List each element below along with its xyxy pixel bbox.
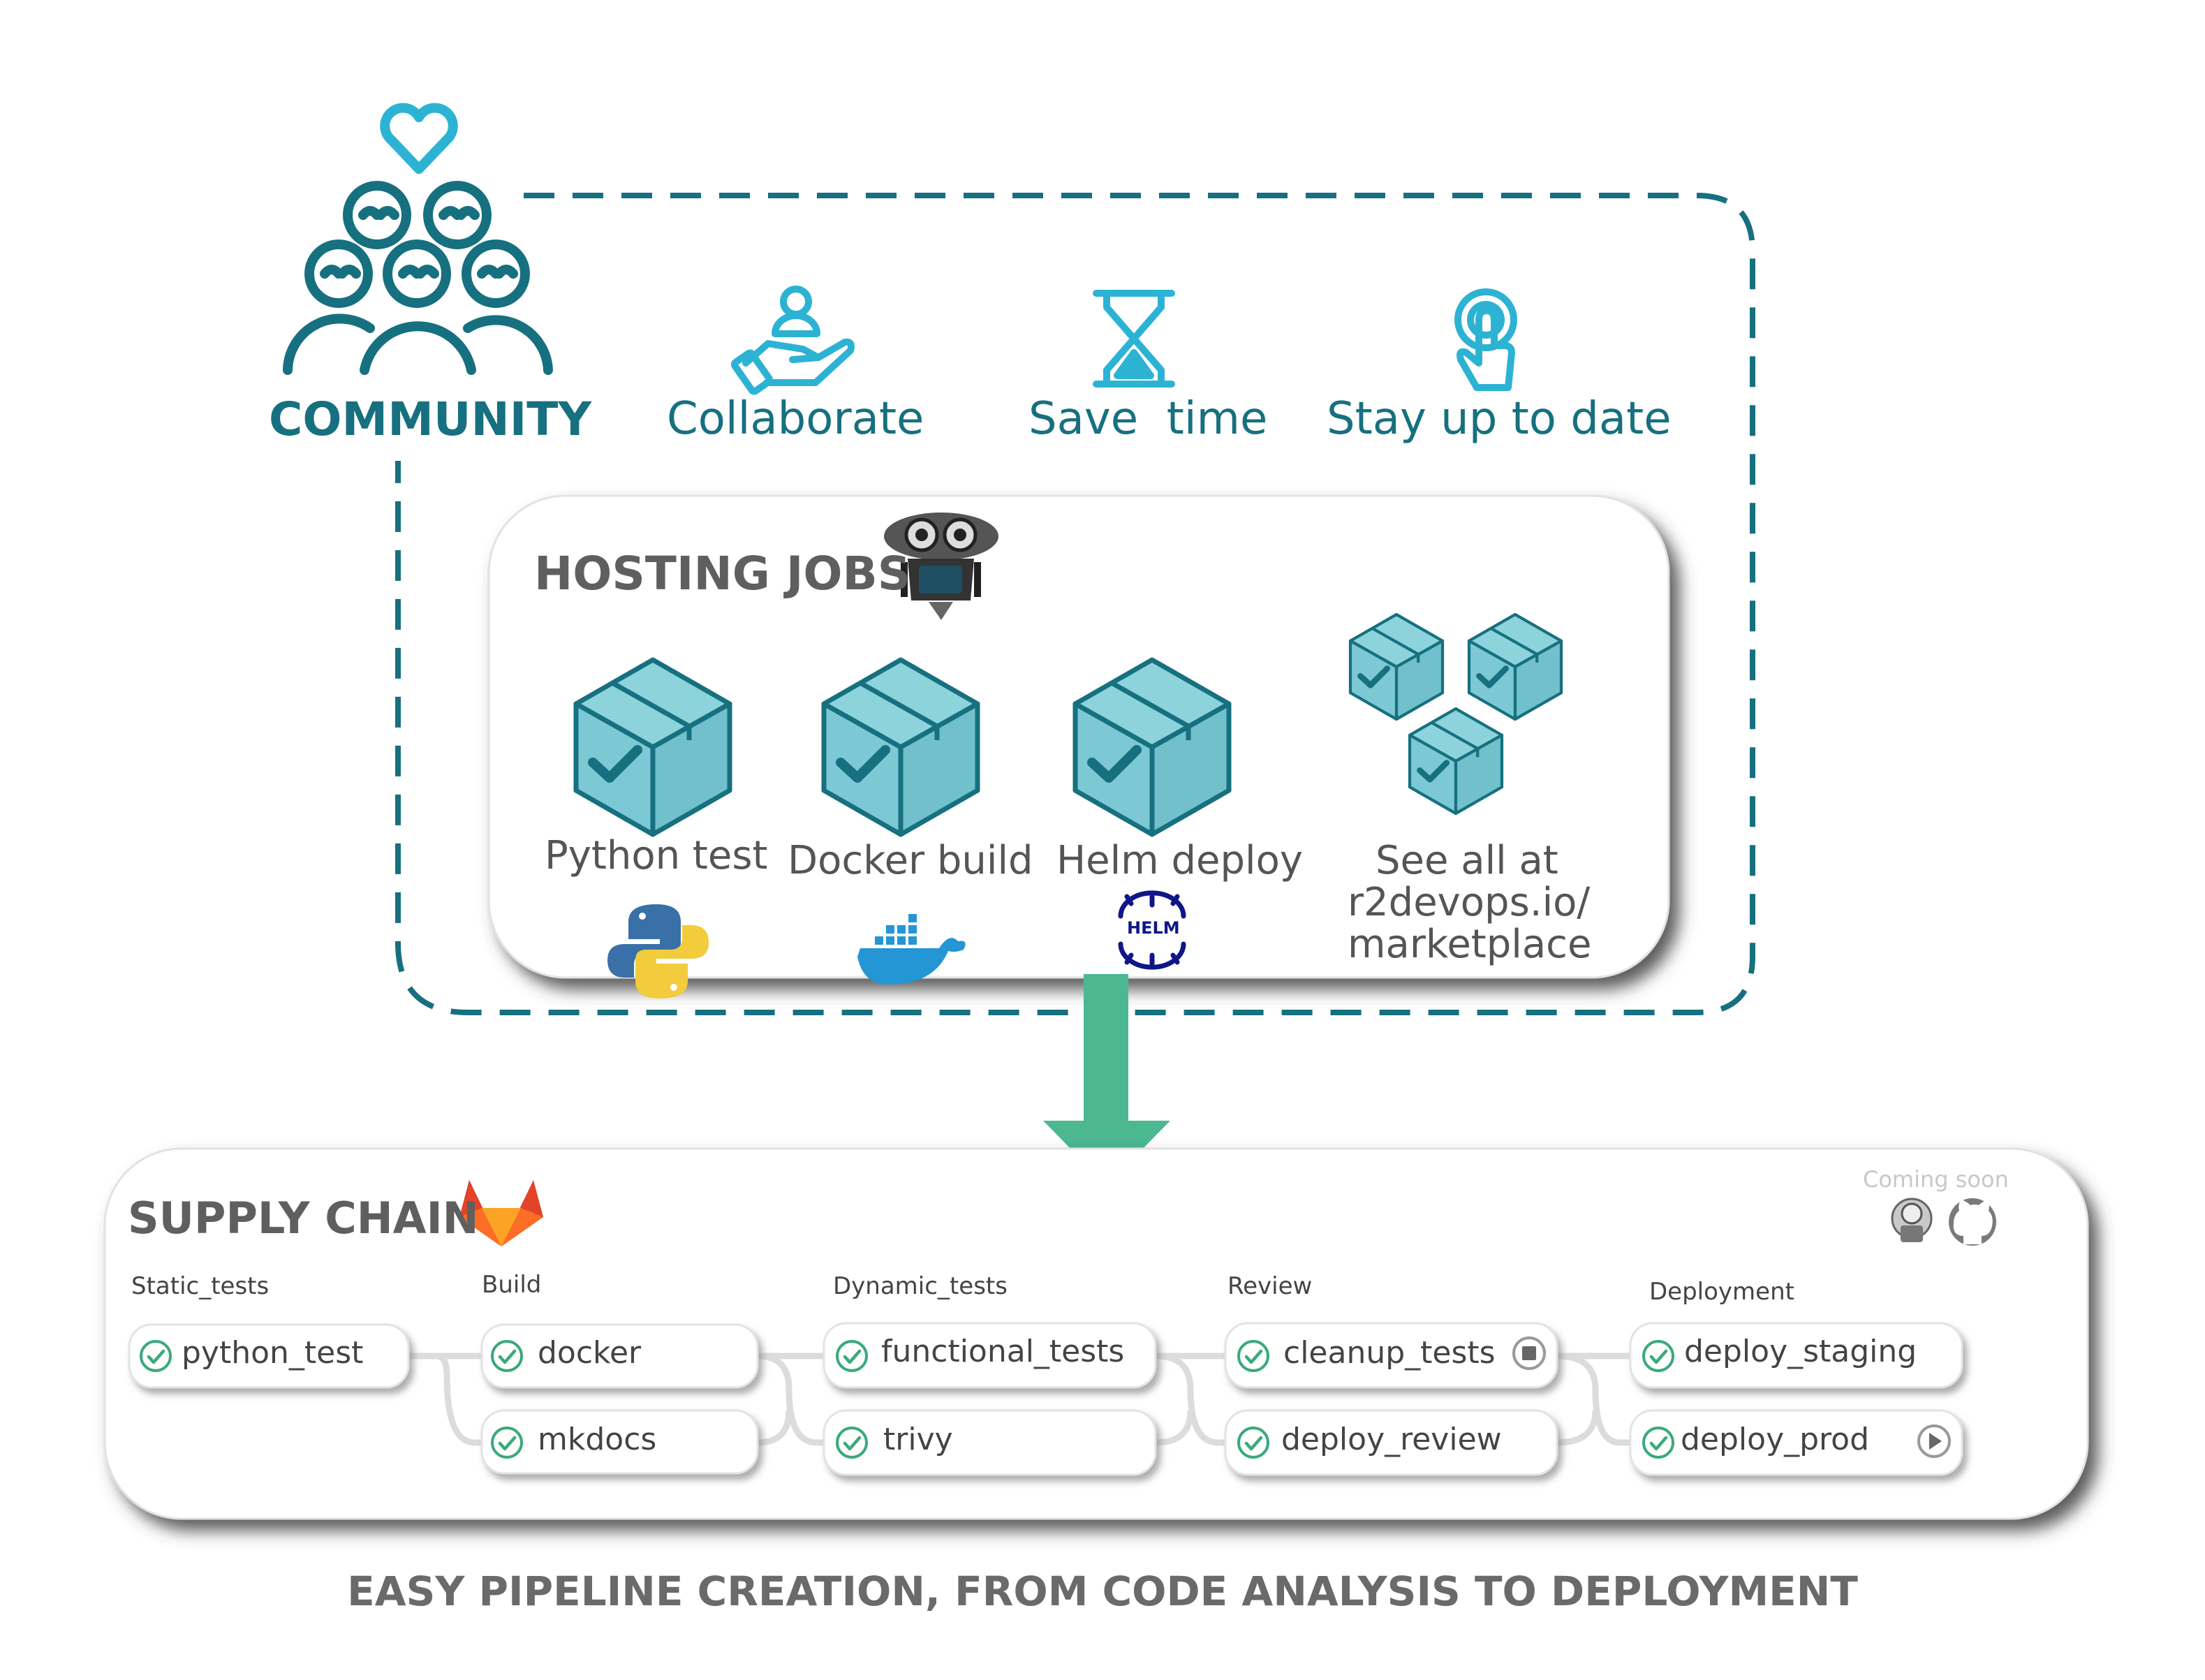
- gitlab-logo-icon: [459, 1180, 543, 1246]
- job-pill-deploy-prod[interactable]: [1629, 1409, 1963, 1476]
- stop-icon[interactable]: [1512, 1336, 1546, 1370]
- stage-build: Build: [482, 1271, 542, 1299]
- github-logo-icon: [1949, 1198, 1996, 1246]
- job-pill-cleanup-tests[interactable]: [1224, 1322, 1558, 1389]
- job-name: trivy: [883, 1422, 953, 1457]
- job-pill-deploy-review[interactable]: [1224, 1409, 1558, 1476]
- play-icon[interactable]: [1917, 1424, 1951, 1458]
- jenkins-logo-icon: [1891, 1198, 1933, 1242]
- benefit-stay-up-to-date-label: Stay up to date: [1327, 393, 1672, 445]
- community-boundary: [395, 193, 1755, 1015]
- job-name: python_test: [182, 1335, 364, 1371]
- job-label-python-test: Python test: [545, 833, 768, 878]
- job-name: cleanup_tests: [1283, 1335, 1496, 1371]
- job-pill-mkdocs[interactable]: [480, 1409, 759, 1475]
- stage-review: Review: [1227, 1272, 1313, 1300]
- hosting-jobs-title: HOSTING JOBS: [534, 547, 911, 600]
- robot-icon: [884, 513, 998, 620]
- job-name: docker: [538, 1335, 642, 1371]
- supply-chain-title: SUPPLY CHAIN: [128, 1193, 479, 1244]
- python-logo-icon: [607, 904, 709, 999]
- touch-tap-icon: [1454, 288, 1517, 391]
- hourglass-icon: [1093, 290, 1175, 388]
- job-pill-docker[interactable]: [480, 1323, 759, 1389]
- benefit-save-time-label: Save time: [1028, 393, 1268, 445]
- job-pill-python-test[interactable]: [128, 1323, 410, 1389]
- job-name: deploy_staging: [1684, 1334, 1917, 1369]
- job-label-docker-build: Docker build: [788, 838, 1033, 883]
- coming-soon-label: Coming soon: [1863, 1166, 2009, 1193]
- helm-logo-icon: [1118, 890, 1186, 970]
- job-pill-functional-tests[interactable]: [823, 1322, 1157, 1389]
- marketplace-line-1: See all at: [1376, 838, 1558, 883]
- job-pill-deploy-staging[interactable]: [1629, 1322, 1963, 1389]
- stage-deployment: Deployment: [1649, 1278, 1794, 1306]
- job-name: functional_tests: [881, 1334, 1125, 1369]
- stage-static-tests: Static_tests: [131, 1272, 270, 1300]
- job-name: mkdocs: [538, 1422, 657, 1457]
- benefit-collaborate-label: Collaborate: [667, 393, 924, 445]
- docker-logo-icon: [857, 913, 966, 985]
- hand-person-icon: [730, 286, 855, 395]
- helm-logo-text: HELM: [1127, 918, 1180, 938]
- marketplace-link[interactable]: r2devops.io/: [1348, 880, 1591, 925]
- community-people-heart-icon: [283, 103, 553, 375]
- community-title: COMMUNITY: [269, 392, 592, 446]
- job-name: deploy_prod: [1681, 1422, 1870, 1457]
- job-label-helm-deploy: Helm deploy: [1056, 838, 1303, 883]
- pipeline-connectors: [408, 1353, 1634, 1446]
- job-name: deploy_review: [1281, 1422, 1502, 1457]
- marketplace-line-3: marketplace: [1348, 922, 1592, 967]
- stage-dynamic-tests: Dynamic_tests: [833, 1272, 1008, 1300]
- job-pill-trivy[interactable]: [823, 1409, 1157, 1476]
- footer-tagline: EASY PIPELINE CREATION, FROM CODE ANALYS…: [347, 1568, 1858, 1615]
